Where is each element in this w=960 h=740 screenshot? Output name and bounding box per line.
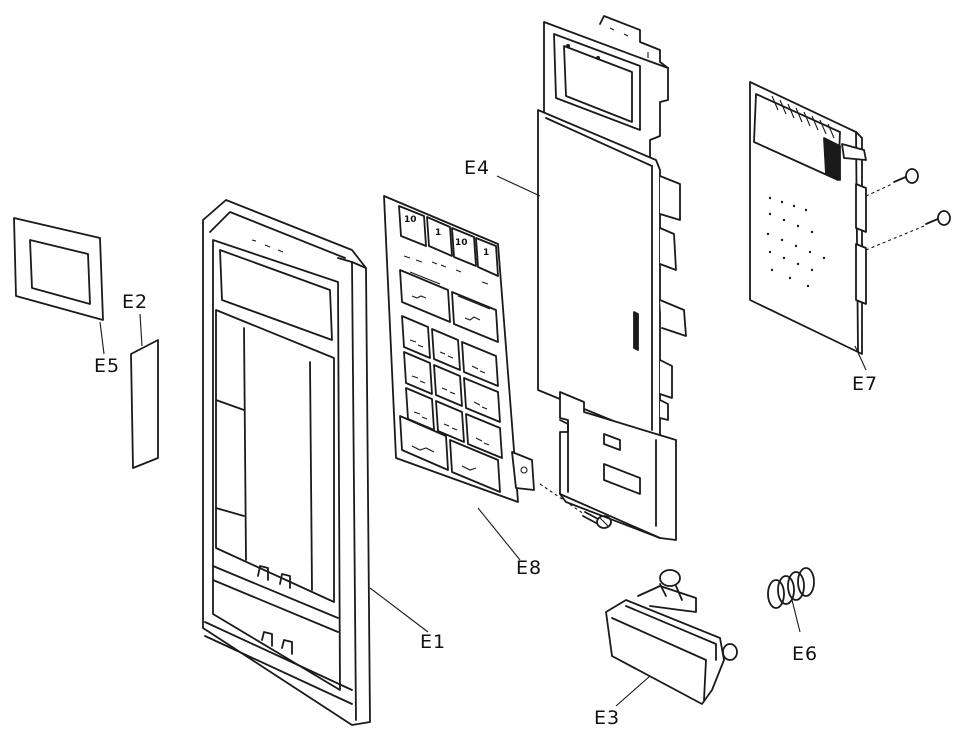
key-1b-label: 1 — [483, 248, 489, 258]
part-e2-strip — [130, 339, 159, 469]
part-e3-door-button — [605, 569, 738, 705]
key-1-label: 1 — [435, 228, 441, 238]
part-e1-front-panel — [202, 199, 371, 726]
label-e1: E1 — [420, 631, 446, 653]
label-e7: E7 — [852, 373, 878, 395]
label-e6: E6 — [792, 643, 818, 665]
label-e8: E8 — [516, 557, 542, 579]
key-10b-label: 10 — [455, 238, 468, 248]
part-e6-spring — [767, 567, 815, 609]
part-e4-control-housing — [537, 15, 687, 541]
screw-e7-upper — [865, 168, 919, 197]
label-e2: E2 — [122, 291, 148, 313]
leader-lines — [99, 175, 867, 707]
label-e5: E5 — [94, 355, 120, 377]
label-e3: E3 — [594, 707, 620, 729]
part-e7-circuit-board — [749, 81, 867, 355]
part-e8-keypad-membrane: 10 1 10 1 — [383, 195, 535, 503]
label-e4: E4 — [464, 157, 490, 179]
part-e5-window-frame — [13, 217, 104, 321]
screw-e8 — [539, 483, 612, 529]
key-10-label: 10 — [404, 215, 417, 225]
screw-e7-lower — [865, 210, 951, 251]
